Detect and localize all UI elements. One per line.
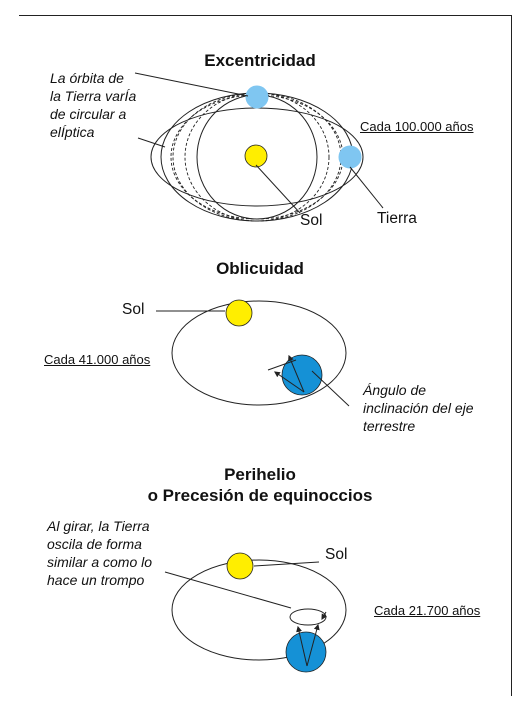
excentricidad-sun-label: Sol bbox=[300, 212, 323, 229]
excentricidad-note-line-4: elÍptica bbox=[50, 124, 95, 140]
perihelio-axis bbox=[296, 611, 327, 667]
perihelio-note-line-1: Al girar, la Tierra bbox=[47, 518, 150, 534]
oblicuidad-sun bbox=[225, 299, 253, 327]
perihelio-note-line-2: oscila de forma bbox=[47, 536, 142, 552]
perihelio-title-line-1: Perihelio bbox=[224, 465, 296, 484]
perihelio-sun bbox=[226, 552, 254, 580]
oblicuidad-orbit bbox=[171, 300, 347, 406]
oblicuidad-cycle: Cada 41.000 años bbox=[44, 352, 151, 367]
oblicuidad-title: Oblicuidad bbox=[216, 259, 304, 278]
oblicuidad-angle-line-1: Ángulo de bbox=[363, 382, 427, 398]
excentricidad-earth-right bbox=[338, 145, 362, 169]
excentricidad-leader-lines bbox=[134, 72, 384, 214]
excentricidad-earth-label: Tierra bbox=[377, 210, 417, 227]
excentricidad-cycle: Cada 100.000 años bbox=[360, 119, 474, 134]
perihelio-cycle: Cada 21.700 años bbox=[374, 603, 481, 618]
perihelio-title-line-2: o Precesión de equinoccios bbox=[147, 486, 373, 505]
precession-loop bbox=[289, 608, 327, 626]
perihelio-leader-lines bbox=[164, 561, 320, 609]
oblicuidad-sun-label: Sol bbox=[122, 301, 145, 318]
oblicuidad-angle-line-3: terrestre bbox=[363, 418, 416, 434]
excentricidad-title: Excentricidad bbox=[204, 51, 316, 70]
oblicuidad-earth bbox=[281, 354, 323, 396]
excentricidad-earth-top bbox=[245, 85, 269, 109]
excentricidad-note-line-3: de circular a bbox=[50, 106, 127, 122]
oblicuidad-leader-lines bbox=[156, 310, 350, 407]
oblicuidad-axis bbox=[267, 354, 305, 393]
perihelio-note-line-4: hace un trompo bbox=[47, 572, 145, 588]
page-frame bbox=[19, 15, 512, 696]
excentricidad-sun bbox=[244, 144, 268, 168]
perihelio-sun-label: Sol bbox=[325, 546, 348, 563]
perihelio-orbit bbox=[171, 559, 347, 661]
perihelio-earth bbox=[285, 631, 327, 673]
excentricidad-note-line-1: La órbita de bbox=[50, 70, 124, 86]
perihelio-note-line-3: similar a como lo bbox=[47, 554, 153, 570]
excentricidad-note-line-2: la Tierra varÍa bbox=[50, 88, 137, 104]
oblicuidad-angle-line-2: inclinación del eje bbox=[363, 400, 474, 416]
